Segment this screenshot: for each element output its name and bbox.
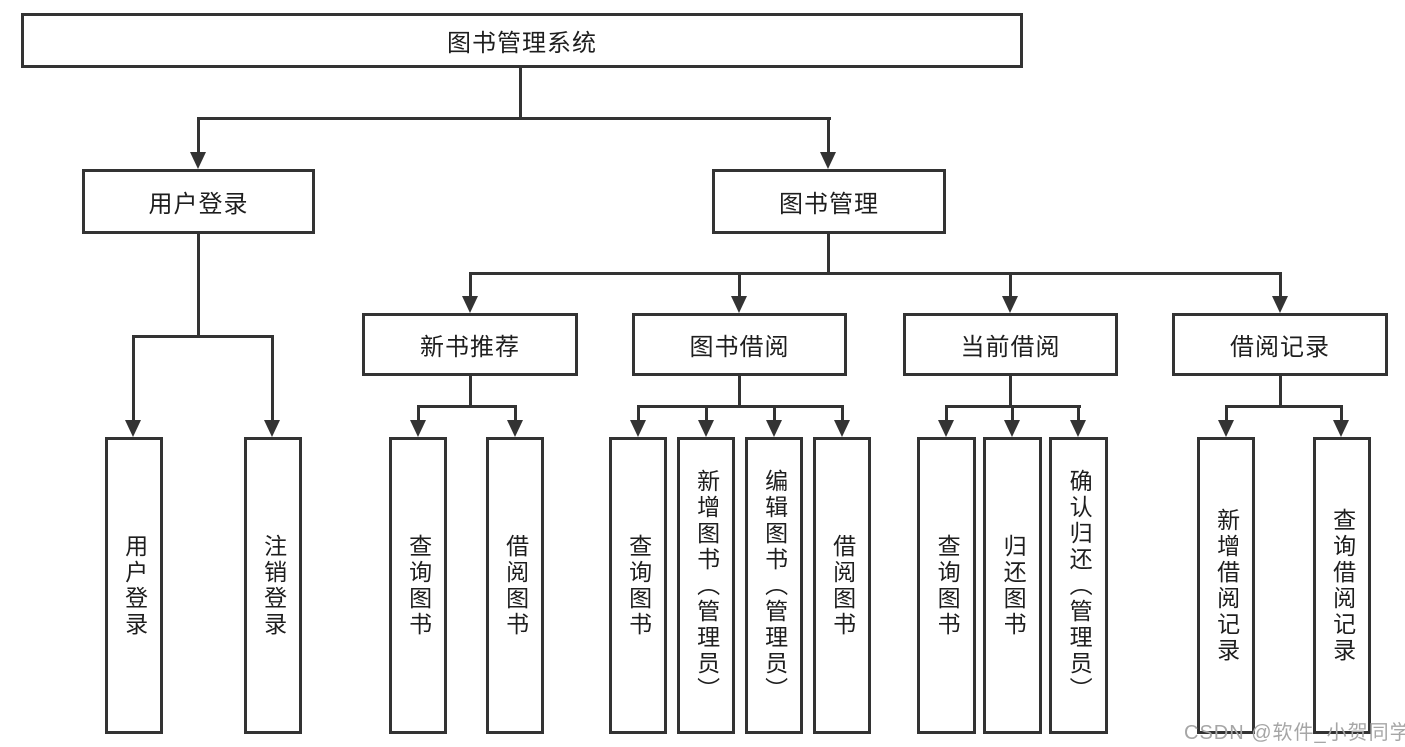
connector-line	[1077, 407, 1080, 422]
connector-line	[469, 376, 472, 407]
connector-line	[637, 407, 640, 422]
arrow-down-icon	[834, 420, 850, 437]
connector-line	[1009, 376, 1012, 407]
node-label: 图书管理系统	[447, 30, 597, 57]
arrow-down-icon	[938, 420, 954, 437]
connector-line	[1225, 407, 1228, 422]
node-label: 归还图书	[1000, 533, 1027, 638]
arrow-down-icon	[1272, 296, 1288, 313]
node-leaf-query-borrow-record: 查询借阅记录	[1313, 437, 1371, 734]
node-user-login: 用户登录	[82, 169, 315, 234]
node-leaf-borrowing-query-books: 查询图书	[609, 437, 667, 734]
arrow-down-icon	[1333, 420, 1349, 437]
node-label: 图书管理	[779, 191, 879, 218]
node-label: 注销登录	[260, 533, 287, 638]
node-label: 新书推荐	[420, 334, 520, 361]
arrow-down-icon	[1218, 420, 1234, 437]
connector-line	[1340, 407, 1343, 422]
connector-line	[637, 405, 844, 408]
arrow-down-icon	[190, 152, 206, 169]
connector-line	[827, 119, 830, 153]
arrow-down-icon	[820, 152, 836, 169]
arrow-down-icon	[1002, 296, 1018, 313]
connector-line	[1279, 274, 1282, 297]
node-borrow-records: 借阅记录	[1172, 313, 1388, 376]
connector-line	[705, 407, 708, 422]
node-leaf-logout: 注销登录	[244, 437, 302, 734]
node-label: 查询图书	[405, 533, 432, 638]
node-leaf-recommend-query-books: 查询图书	[389, 437, 447, 734]
arrow-down-icon	[731, 296, 747, 313]
connector-line	[519, 68, 522, 119]
node-leaf-user-login: 用户登录	[105, 437, 163, 734]
arrow-down-icon	[125, 420, 141, 437]
node-leaf-add-borrow-record: 新增借阅记录	[1197, 437, 1255, 734]
connector-line	[514, 407, 517, 422]
node-book-management: 图书管理	[712, 169, 946, 234]
connector-line	[945, 407, 948, 422]
node-label: 借阅图书	[502, 533, 529, 638]
connector-line	[1009, 274, 1012, 297]
connector-line	[197, 119, 200, 153]
node-book-borrowing: 图书借阅	[632, 313, 847, 376]
connector-line	[417, 405, 517, 408]
node-label: 确认归还（管理员）	[1066, 468, 1093, 703]
node-label: 图书借阅	[689, 334, 790, 361]
connector-line	[469, 274, 472, 297]
node-label: 查询图书	[625, 533, 652, 638]
connector-line	[1011, 407, 1014, 422]
connector-line	[1279, 376, 1282, 407]
arrow-down-icon	[462, 296, 478, 313]
arrow-down-icon	[698, 420, 714, 437]
connector-line	[841, 407, 844, 422]
connector-line	[773, 407, 776, 422]
node-leaf-current-query-books: 查询图书	[917, 437, 976, 734]
node-label: 查询图书	[934, 533, 961, 638]
arrow-down-icon	[410, 420, 426, 437]
connector-line	[132, 335, 274, 338]
connector-line	[738, 376, 741, 407]
node-leaf-return-books: 归还图书	[983, 437, 1042, 734]
node-label: 用户登录	[121, 533, 148, 638]
node-label: 借阅记录	[1230, 334, 1330, 361]
node-label: 新增图书（管理员）	[693, 468, 720, 703]
connector-line	[197, 234, 200, 338]
node-new-book-recommend: 新书推荐	[362, 313, 578, 376]
arrow-down-icon	[1004, 420, 1020, 437]
connector-line	[738, 274, 741, 297]
connector-line	[271, 337, 274, 422]
node-label: 编辑图书（管理员）	[761, 468, 788, 703]
csdn-watermark: CSDN @软件_小贺同学	[1184, 722, 1405, 744]
arrow-down-icon	[264, 420, 280, 437]
connector-line	[945, 405, 1081, 408]
node-current-borrowing: 当前借阅	[903, 313, 1118, 376]
connector-line	[1225, 405, 1343, 408]
connector-line	[197, 117, 831, 120]
node-leaf-confirm-return-admin: 确认归还（管理员）	[1049, 437, 1108, 734]
node-label: 新增借阅记录	[1213, 507, 1240, 664]
arrow-down-icon	[507, 420, 523, 437]
connector-line	[132, 337, 135, 422]
node-label: 当前借阅	[960, 334, 1061, 361]
arrow-down-icon	[1070, 420, 1086, 437]
node-label: 查询借阅记录	[1329, 507, 1356, 664]
arrow-down-icon	[630, 420, 646, 437]
node-label: 借阅图书	[829, 533, 856, 638]
node-leaf-edit-books-admin: 编辑图书（管理员）	[745, 437, 803, 734]
node-leaf-recommend-borrow-books: 借阅图书	[486, 437, 544, 734]
arrow-down-icon	[766, 420, 782, 437]
node-leaf-add-books-admin: 新增图书（管理员）	[677, 437, 735, 734]
connector-line	[469, 272, 1282, 275]
node-library-management-system: 图书管理系统	[21, 13, 1023, 68]
connector-line	[827, 234, 830, 274]
connector-line	[417, 407, 420, 422]
node-leaf-borrowing-borrow-books: 借阅图书	[813, 437, 871, 734]
node-label: 用户登录	[148, 191, 249, 218]
